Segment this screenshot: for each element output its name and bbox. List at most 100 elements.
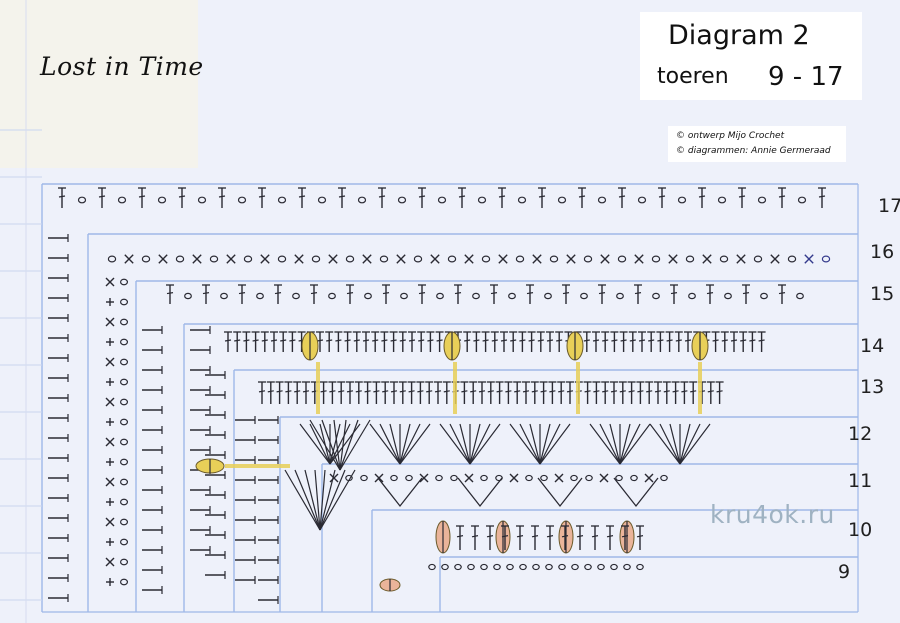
stitch-crossbar	[758, 339, 765, 342]
chain-stitch	[495, 474, 503, 482]
chain-stitch	[119, 458, 128, 466]
single-crochet-stitch	[464, 254, 474, 264]
chain-stitch	[615, 474, 623, 482]
chain-stitch	[651, 255, 661, 263]
stitch-crossbar	[531, 535, 539, 538]
stitch-crossbar	[372, 339, 379, 342]
shell-fan-stitch	[599, 423, 621, 465]
stitch-crossbar	[531, 390, 538, 393]
chain-stitch	[119, 418, 128, 426]
shell-fan-stitch	[299, 423, 331, 465]
stitch-crossbar	[538, 195, 546, 198]
chain-stitch	[209, 255, 219, 263]
stitch-crossbar	[742, 292, 750, 295]
single-crochet-stitch	[374, 473, 384, 483]
stitch-crossbar	[636, 535, 644, 538]
stitch-crossbar	[329, 390, 336, 393]
chain-stitch	[685, 255, 695, 263]
shell-fan-stitch	[333, 419, 341, 471]
chain-stitch	[390, 474, 398, 482]
stitch-crossbar	[486, 535, 494, 538]
stitch-crossbar	[707, 390, 714, 393]
chain-stitch	[413, 255, 423, 263]
stitch-crossbar	[224, 339, 232, 342]
chain-stitch	[119, 498, 128, 506]
shell-fan-stitch	[539, 423, 561, 465]
single-crochet-stitch	[419, 473, 429, 483]
stitch-crossbar	[202, 292, 210, 295]
stitch-crossbar	[620, 339, 627, 342]
chain-stitch	[719, 255, 729, 263]
chain-stitch	[481, 255, 491, 263]
single-crochet-stitch	[498, 254, 508, 264]
stitch-crossbar	[716, 390, 723, 393]
stitch-crossbar	[706, 292, 714, 295]
stitch-crossbar	[738, 195, 746, 198]
stitch-crossbar	[98, 195, 106, 198]
shell-fan-stitch	[679, 423, 711, 465]
chain-stitch	[519, 563, 527, 571]
shell-fan-stitch	[399, 423, 421, 465]
stitch-crossbar	[270, 339, 278, 342]
chain-stitch	[119, 298, 128, 306]
stitch-crossbar	[730, 339, 738, 342]
stitch-crossbar	[618, 195, 626, 198]
stitch-crossbar	[261, 339, 268, 342]
stitch-crossbar	[310, 292, 318, 295]
v-stitch	[377, 477, 423, 508]
stitch-crossbar	[338, 195, 346, 198]
chain-stitch	[623, 563, 631, 571]
shell-fan-stitch	[619, 423, 641, 465]
stitch-crossbar	[598, 292, 606, 295]
stitch-crossbar	[298, 195, 306, 198]
single-crochet-stitch	[105, 557, 115, 567]
stitch-crossbar	[166, 292, 174, 295]
diagram-label: Diagram 2	[668, 20, 810, 51]
stitch-crossbar	[234, 339, 241, 342]
stitch-crossbar	[514, 390, 521, 393]
chain-stitch	[119, 278, 128, 286]
chain-stitch	[677, 196, 687, 204]
stitch-crossbar	[546, 535, 554, 538]
chain-stitch	[450, 474, 458, 482]
shell-fan-stitch	[389, 423, 401, 465]
stitch-crossbar	[138, 195, 146, 198]
chain-stitch	[436, 292, 444, 300]
stitch-crossbar	[258, 390, 266, 393]
credit-design: © ontwerp Mijo Crochet	[676, 131, 785, 141]
stitch-crossbar	[684, 339, 692, 342]
stitch-crossbar	[556, 339, 563, 342]
credits-box	[668, 126, 846, 162]
stitch-crossbar	[593, 390, 600, 393]
stitch-crossbar	[658, 195, 666, 198]
stitch-crossbar	[648, 339, 655, 342]
stitch-crossbar	[390, 390, 398, 393]
stitch-crossbar	[436, 339, 443, 342]
chain-stitch	[570, 474, 578, 482]
chain-stitch	[597, 563, 605, 571]
stitch-crossbar	[362, 339, 370, 342]
single-crochet-stitch	[668, 254, 678, 264]
stitch-crossbar	[637, 390, 644, 393]
chain-stitch	[119, 378, 128, 386]
chain-stitch	[617, 255, 627, 263]
chain-stitch	[119, 518, 128, 526]
chain-stitch	[175, 255, 185, 263]
stitch-crossbar	[501, 535, 509, 538]
stitch-crossbar	[663, 390, 670, 393]
shell-fan-stitch	[669, 423, 681, 465]
chain-stitch	[480, 474, 488, 482]
stitch-crossbar	[592, 339, 600, 342]
shell-fan-stitch	[294, 469, 321, 531]
stitch-crossbar	[399, 390, 406, 393]
single-crochet-stitch	[105, 517, 115, 527]
chain-stitch	[243, 255, 253, 263]
stitch-crossbar	[611, 339, 618, 342]
shell-fan-stitch	[619, 423, 651, 465]
single-crochet-stitch	[804, 254, 814, 264]
stitch-crossbar	[610, 390, 618, 393]
shell-fan-stitch	[284, 469, 321, 531]
stitch-crossbar	[818, 195, 826, 198]
shell-fan-stitch	[469, 423, 481, 465]
single-crochet-stitch	[600, 254, 610, 264]
